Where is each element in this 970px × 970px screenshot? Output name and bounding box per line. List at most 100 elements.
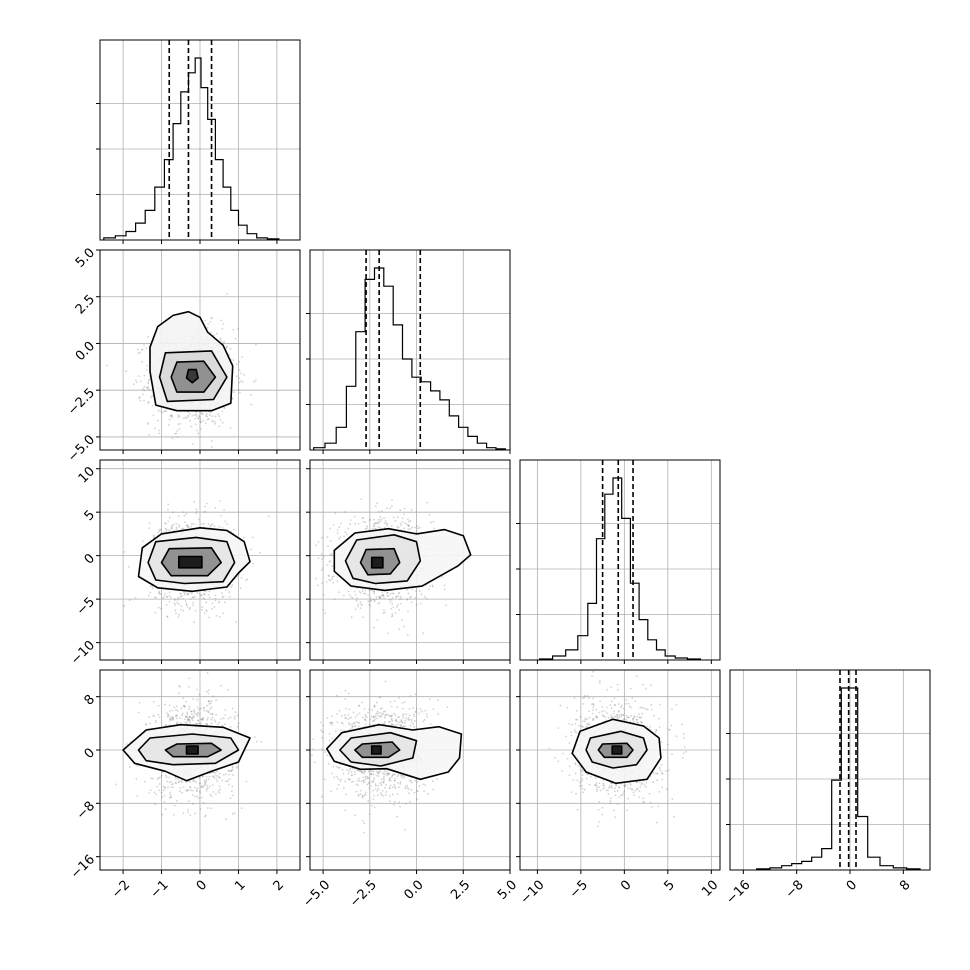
scatter-point (195, 508, 198, 511)
scatter-point (206, 326, 209, 329)
scatter-point (211, 440, 213, 442)
scatter-point (200, 421, 202, 424)
scatter-point (390, 599, 393, 601)
scatter-point (147, 423, 150, 425)
scatter-point (175, 708, 177, 711)
scatter-point (196, 688, 198, 691)
scatter-point (160, 791, 163, 794)
scatter-point (398, 608, 401, 611)
scatter-point (233, 812, 236, 815)
scatter-point (206, 690, 208, 693)
scatter-point (211, 421, 214, 423)
scatter-point (215, 774, 217, 777)
scatter-point (170, 786, 173, 788)
scatter-point (207, 418, 210, 421)
scatter-point (175, 526, 178, 529)
scatter-point (322, 609, 324, 612)
scatter-point (209, 708, 212, 710)
scatter-point (189, 814, 192, 817)
scatter-point (195, 713, 198, 716)
scatter-point (351, 597, 354, 599)
scatter-point (221, 779, 224, 782)
scatter-point (359, 592, 362, 594)
scatter-point (199, 420, 202, 422)
scatter-point (415, 603, 418, 606)
scatter-point (234, 337, 237, 340)
scatter-point (211, 419, 213, 422)
scatter-point (191, 717, 194, 720)
scatter-point (211, 316, 214, 319)
scatter-point (364, 589, 367, 592)
scatter-point (208, 616, 210, 619)
scatter-point (346, 533, 348, 536)
scatter-point (377, 518, 380, 521)
scatter-point (135, 777, 138, 780)
scatter-point (195, 512, 197, 515)
scatter-point (357, 523, 360, 525)
scatter-point (182, 786, 185, 788)
scatter-point (229, 427, 232, 430)
scatter-point (174, 715, 177, 717)
scatter-point (179, 722, 182, 724)
scatter-point (432, 520, 435, 523)
scatter-point (418, 590, 421, 592)
scatter-point (397, 516, 399, 518)
scatter-point (192, 604, 194, 607)
scatter-point (397, 526, 400, 529)
scatter-point (186, 526, 189, 529)
scatter-point (164, 774, 167, 777)
scatter-point (199, 420, 202, 423)
scatter-point (164, 808, 167, 811)
scatter-point (187, 415, 190, 418)
scatter-point (191, 443, 194, 445)
scatter-point (152, 414, 155, 416)
scatter-point (206, 807, 209, 809)
scatter-point (171, 511, 174, 514)
scatter-point (210, 706, 213, 709)
scatter-point (368, 589, 371, 592)
scatter-point (208, 590, 211, 593)
scatter-point (373, 590, 375, 593)
axes-frame (729, 669, 931, 871)
scatter-point (239, 391, 241, 394)
scatter-point (344, 531, 347, 533)
scatter-point (232, 328, 235, 331)
scatter-point (209, 785, 211, 788)
scatter-point (338, 537, 341, 540)
scatter-point (423, 595, 426, 598)
scatter-point (152, 536, 155, 539)
scatter-point (174, 598, 176, 600)
scatter-point (219, 684, 222, 687)
scatter-point (185, 700, 187, 703)
scatter-point (149, 722, 152, 725)
scatter-point (207, 778, 210, 781)
scatter-point (171, 709, 174, 712)
scatter-point (147, 422, 150, 424)
scatter-point (326, 564, 329, 566)
scatter-point (170, 780, 173, 783)
scatter-point (156, 785, 159, 788)
scatter-point (138, 701, 141, 704)
scatter-point (188, 677, 191, 680)
scatter-point (407, 518, 409, 520)
scatter-point (253, 380, 255, 383)
scatter-point (187, 808, 190, 811)
scatter-point (401, 521, 404, 523)
scatter-point (218, 791, 221, 794)
scatter-point (147, 386, 149, 388)
scatter-point (191, 794, 194, 796)
scatter-point (186, 720, 189, 723)
scatter-point (175, 528, 178, 530)
scatter-point (400, 524, 403, 527)
histogram-bars (539, 477, 701, 660)
histogram-panel-2 (306, 249, 511, 454)
scatter-point (195, 781, 198, 784)
scatter-point (152, 534, 155, 537)
scatter-point (176, 436, 179, 438)
scatter-point (173, 602, 176, 605)
scatter-point (192, 602, 195, 604)
scatter-point (194, 795, 196, 798)
scatter-point (360, 603, 363, 605)
scatter-point (201, 775, 204, 778)
